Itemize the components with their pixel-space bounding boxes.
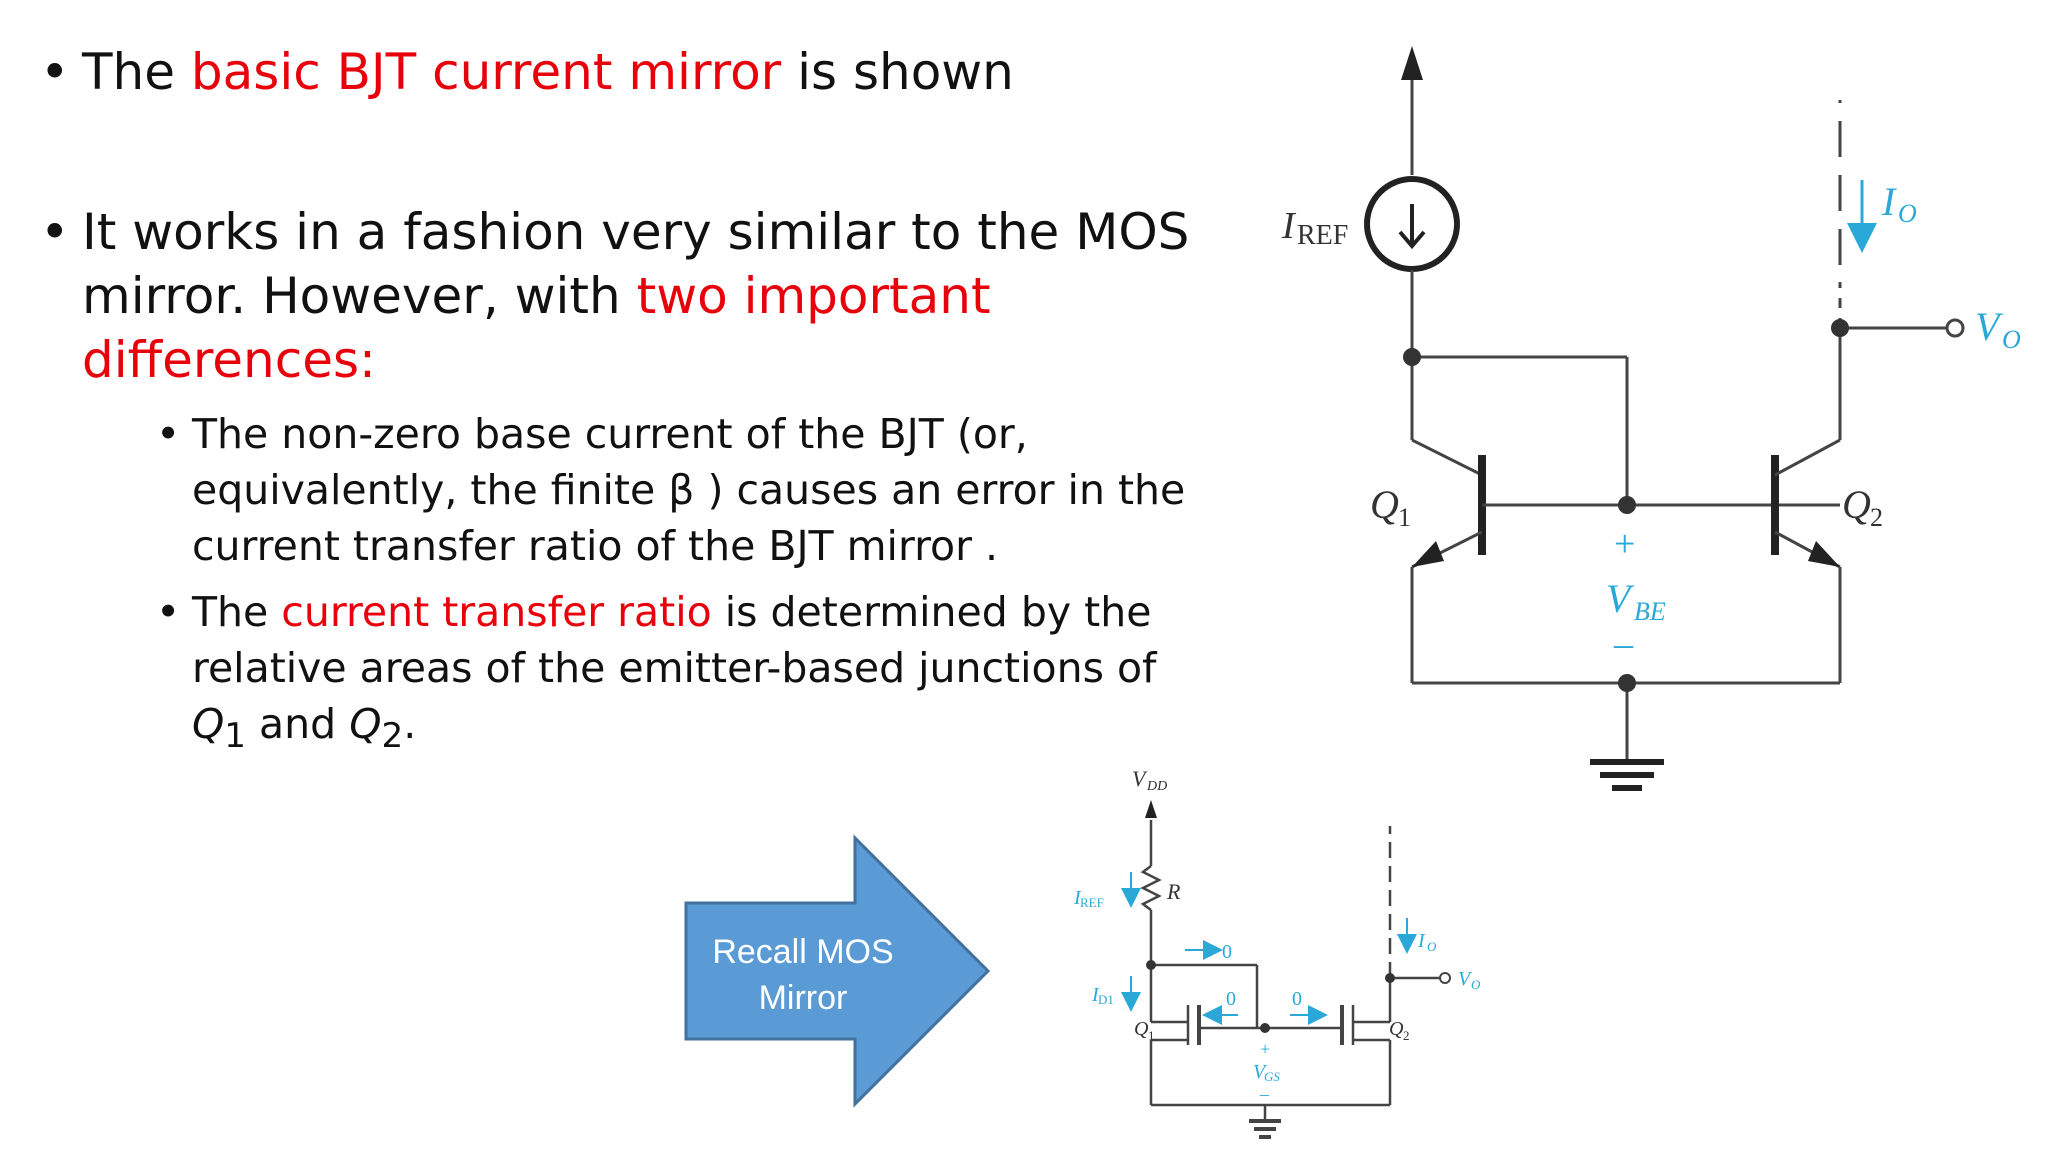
id1-label: I: [1091, 984, 1100, 1006]
zero-right-label: 0: [1292, 988, 1302, 1010]
zero-left-label: 0: [1226, 988, 1236, 1010]
vbe-minus: –: [1613, 623, 1634, 665]
bullet-text: is determined by the relative areas of t…: [192, 588, 1157, 692]
mos-q1-subscript: 1: [1148, 1028, 1155, 1043]
vo-label: V: [1975, 304, 2004, 349]
bullet-text: The: [82, 43, 191, 101]
q2-subscript: 2: [381, 716, 404, 757]
vbe-subscript: BE: [1634, 597, 1666, 626]
highlight-transfer-ratio: current transfer ratio: [281, 588, 712, 636]
sub-bullet-base-current: The non-zero base current of the BJT (or…: [156, 406, 1220, 574]
vgs-minus: –: [1259, 1084, 1270, 1104]
sub-bullet-transfer-ratio: The current transfer ratio is determined…: [156, 584, 1220, 764]
q1-symbol: Q: [192, 700, 225, 748]
io-subscript: O: [1898, 199, 1917, 228]
bullet-text: It works in a fashion very similar to th…: [82, 203, 1190, 325]
vgs-label: V: [1253, 1061, 1268, 1083]
bullet-text: The: [192, 588, 282, 636]
vgs-plus: +: [1260, 1039, 1270, 1059]
vdd-subscript: DD: [1146, 779, 1167, 794]
mos-q1-label: Q: [1134, 1018, 1149, 1040]
vbe-label: V: [1606, 576, 1635, 621]
vo-subscript: O: [2002, 325, 2021, 354]
q2-subscript: 2: [1870, 503, 1883, 532]
r-label: R: [1166, 879, 1181, 904]
slide-bullets: The basic BJT current mirror is shown It…: [40, 40, 1220, 774]
q2-label: Q: [1842, 482, 1871, 527]
id1-subscript: D1: [1098, 992, 1114, 1007]
bullet-similar-mos: It works in a fashion very similar to th…: [40, 200, 1220, 392]
mos-vo-label: V: [1458, 968, 1473, 990]
mos-iref-label: I: [1073, 887, 1082, 909]
vdd-label: V: [1132, 766, 1148, 791]
highlight-basic-bjt-mirror: basic BJT current mirror: [190, 43, 782, 101]
vbe-plus: +: [1614, 523, 1635, 565]
q1-subscript: 1: [224, 716, 247, 757]
mos-vo-subscript: O: [1471, 977, 1481, 992]
q1-subscript: 1: [1398, 503, 1411, 532]
q2-symbol: Q: [349, 700, 382, 748]
mos-io-subscript: O: [1427, 939, 1437, 954]
bullet-text: The non-zero base current of the BJT (or…: [192, 410, 1186, 570]
highlight-two-differences: two important differences:: [82, 267, 991, 389]
iref-label: I: [1281, 205, 1297, 247]
bullet-text: .: [403, 700, 417, 748]
arrow-label-line2: Mirror: [759, 979, 848, 1017]
mos-io-label: I: [1417, 930, 1426, 952]
q1-label: Q: [1370, 482, 1399, 527]
vgs-subscript: GS: [1264, 1069, 1280, 1084]
io-label: I: [1881, 179, 1897, 224]
iref-subscript: REF: [1297, 220, 1348, 251]
arrow-label-line1: Recall MOS: [712, 933, 893, 971]
zero-top-label: 0: [1222, 941, 1232, 963]
bullet-basic-mirror: The basic BJT current mirror is shown: [40, 40, 1220, 104]
mos-q2-label: Q: [1389, 1018, 1404, 1040]
mos-iref-subscript: REF: [1080, 895, 1104, 910]
bullet-text: and: [246, 700, 350, 748]
mos-q2-subscript: 2: [1403, 1028, 1410, 1043]
sub-bullet-list: The non-zero base current of the BJT (or…: [156, 406, 1220, 764]
bullet-text: is shown: [781, 43, 1014, 101]
